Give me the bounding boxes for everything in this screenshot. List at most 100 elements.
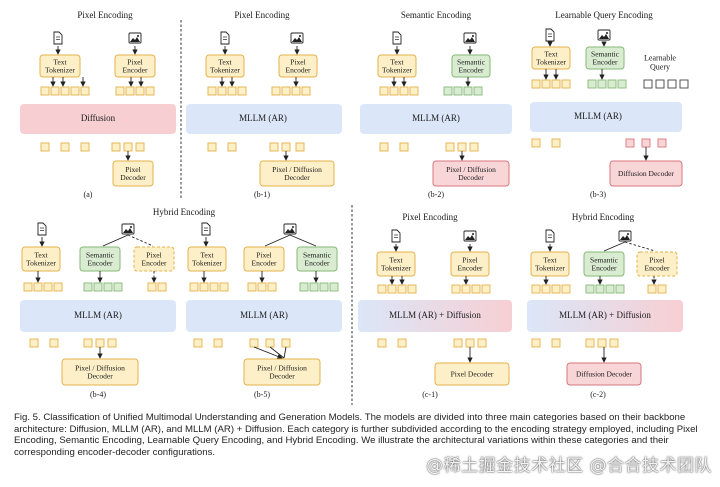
token-square [399,86,409,96]
output-square [453,338,463,348]
panel-c1-title: Pixel Encoding [402,212,458,222]
semantic-token-square [615,284,625,294]
token-square [409,86,419,96]
token-square [389,86,399,96]
output-square [609,338,619,348]
output-square [107,338,117,348]
text-tokenizer [21,246,61,272]
token-square [551,79,561,89]
token-square [531,284,541,294]
output-square [80,142,90,152]
pixel-encoder [278,54,318,78]
image-icon [121,223,135,235]
output-square [111,142,121,152]
query-square [655,79,665,89]
image-icon [597,29,611,41]
token-square [387,284,397,294]
figure-caption: Fig. 5. Classification of Unified Multim… [14,412,698,458]
mllm-diffusion-backbone [527,300,683,332]
output-square [83,338,93,348]
pixel-token-square [647,284,657,294]
query-square [679,79,689,89]
output-square [399,142,409,152]
output-square [193,338,203,348]
panel-a-label: (a) [84,190,93,199]
panel-b1-title: Pixel Encoding [234,10,290,20]
output-square [445,142,455,152]
pixel-decoder-label: Pixel Decoder [451,369,494,378]
token-square [407,284,417,294]
mllm-backbone-label: MLLM (AR) [412,113,460,123]
token-square [145,86,155,96]
semantic-token-square [597,79,607,89]
text-tokenizer [377,54,417,78]
mllm-diffusion-backbone-label: MLLM (AR) + Diffusion [389,310,481,320]
branch-line [624,241,656,252]
pixel-token-square [247,282,257,292]
watermark: @稀土掘金技术社区 @合合技术团队 [426,456,712,476]
panel-b4-label: (b-4) [90,390,106,399]
output-square [465,338,475,348]
mllm-backbone-label: MLLM (AR) [239,113,287,123]
token-square [135,86,145,96]
branch-line [603,241,626,252]
diffusion-decoder-label: Diffusion Decoder [576,369,632,378]
diffusion-backbone-label: Diffusion [81,113,116,123]
diffusion-backbone [20,104,176,134]
token-square [531,79,541,89]
panel-b5-label: (b-5) [254,390,270,399]
pixel-diffusion-decoder [259,160,335,187]
output-square [213,338,223,348]
semantic-token-square [93,282,103,292]
token-square [551,284,561,294]
arrow [253,346,283,359]
branch-line [127,234,154,247]
token-square [377,284,387,294]
pixel-encoder [114,54,156,78]
semantic-token-square [607,79,617,89]
pixel-token-square [267,282,277,292]
output-square [227,142,237,152]
token-square [115,86,125,96]
semantic-token-square [113,282,123,292]
image-icon [128,32,142,44]
output-square [281,338,291,348]
semantic-token-square [463,86,473,96]
output-square [457,142,467,152]
document-icon [220,31,230,45]
semantic-token-square [103,282,113,292]
output-square [397,338,407,348]
image-icon [283,223,297,235]
panel-b2-label: (b-2) [428,190,444,199]
output-square [469,142,479,152]
mllm-diffusion-backbone-label: MLLM (AR) + Diffusion [559,310,651,320]
token-square [53,282,63,292]
document-icon [545,28,555,42]
token-square [23,282,33,292]
pixel-token-square [451,284,461,294]
mllm-backbone [530,102,682,132]
token-square [60,86,70,96]
document-icon [392,31,402,45]
panel-b3-title: Learnable Query Encoding [555,10,653,20]
output-square [585,338,595,348]
token-square [219,282,229,292]
image-icon [618,230,632,242]
semantic-encoder [585,46,625,70]
mllm-backbone [20,300,176,332]
semantic-token-square [473,86,483,96]
output-square [29,338,39,348]
semantic-token-square [319,282,329,292]
mllm-backbone [360,104,512,134]
